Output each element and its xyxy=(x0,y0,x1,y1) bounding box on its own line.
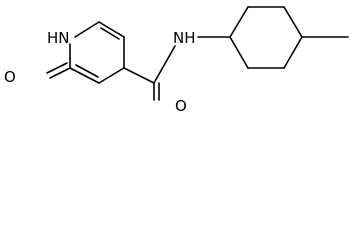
amide-oxygen-label: O xyxy=(175,97,187,115)
cyclohexane-bond-6 xyxy=(229,36,249,69)
molecule-structure: HN O NH O xyxy=(4,6,349,115)
ring-bond-c5-c6 xyxy=(69,67,100,84)
ring-bond-c5-c6-inner xyxy=(75,64,99,78)
amide-c-nh-bond xyxy=(153,45,176,84)
amide-nh-label: NH xyxy=(173,29,196,47)
ring-bond-c4-c5 xyxy=(98,67,125,84)
ring-nh-label: HN xyxy=(47,29,70,47)
ring-bond-c2-c3-inner xyxy=(100,27,120,40)
cyclohexane-bond-3 xyxy=(283,6,303,38)
cyclohexane-bond-4 xyxy=(283,36,303,69)
cyclohexane-bond-1 xyxy=(229,6,249,38)
ketone-bond-2 xyxy=(46,62,68,74)
ketone-bond-1 xyxy=(49,67,71,79)
bond-ring-to-amide-carbon xyxy=(123,67,155,84)
ring-bond-c2-c3 xyxy=(98,21,125,38)
ring-bond-nh-c2 xyxy=(74,21,100,38)
ring-oxygen-label: O xyxy=(4,68,16,86)
